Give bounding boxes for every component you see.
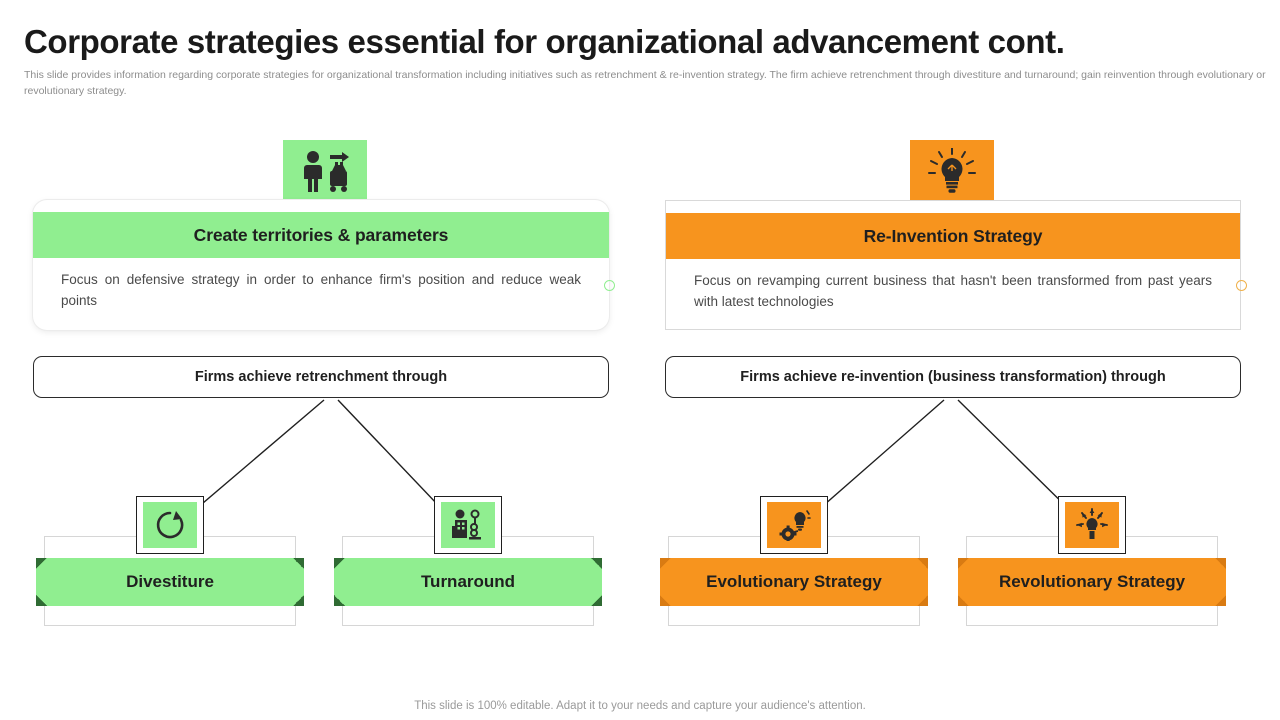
achieve-pill-retrenchment[interactable]: Firms achieve retrenchment through <box>33 356 609 398</box>
factory-growth-chart-icon <box>441 502 495 548</box>
ribbon-corner-tr <box>1215 558 1226 569</box>
person-leaving-with-luggage-icon <box>283 140 367 204</box>
achieve-pill-reinvention[interactable]: Firms achieve re-invention (business tra… <box>665 356 1241 398</box>
panel-reinvention: Re-Invention Strategy Focus on revamping… <box>648 130 1268 670</box>
panel-retrenchment: Create territories & parameters Focus on… <box>16 130 636 670</box>
header-card-reinvention: Re-Invention Strategy Focus on revamping… <box>665 200 1241 330</box>
ribbon-corner-tl <box>36 558 47 569</box>
header-card-retrenchment: Create territories & parameters Focus on… <box>33 200 609 330</box>
leaf-icon-box <box>136 496 204 554</box>
side-dot-marker <box>1236 280 1247 291</box>
refresh-circular-arrow-icon <box>143 502 197 548</box>
ribbon-corner-bl <box>334 595 345 606</box>
ribbon-corner-br <box>591 595 602 606</box>
leaf-icon-box <box>760 496 828 554</box>
leaf-label: Evolutionary Strategy <box>660 558 928 606</box>
ribbon-corner-tl <box>334 558 345 569</box>
page-subtitle: This slide provides information regardin… <box>24 69 1266 97</box>
ribbon-corner-tr <box>293 558 304 569</box>
header-card-body: Focus on revamping current business that… <box>694 273 1212 309</box>
leaf-icon-box <box>1058 496 1126 554</box>
ribbon-corner-tr <box>591 558 602 569</box>
leaf-divestiture[interactable]: Divestiture <box>36 496 304 626</box>
ribbon-corner-br <box>1215 595 1226 606</box>
side-dot-marker <box>604 280 615 291</box>
leaf-revolutionary-strategy[interactable]: Revolutionary Strategy <box>958 496 1226 626</box>
header-card-title: Create territories & parameters <box>33 212 609 258</box>
ribbon-corner-tl <box>958 558 969 569</box>
lightbulb-idea-icon <box>910 140 994 204</box>
leaf-icon-box <box>434 496 502 554</box>
leaf-label: Divestiture <box>36 558 304 606</box>
slide-footer-note: This slide is 100% editable. Adapt it to… <box>414 700 866 712</box>
page-title: Corporate strategies essential for organ… <box>24 23 1065 60</box>
ribbon-corner-tl <box>660 558 671 569</box>
gear-lightbulb-process-icon <box>767 502 821 548</box>
ribbon-corner-bl <box>36 595 47 606</box>
ribbon-corner-tr <box>917 558 928 569</box>
leaf-evolutionary-strategy[interactable]: Evolutionary Strategy <box>660 496 928 626</box>
header-card-title: Re-Invention Strategy <box>666 213 1240 259</box>
ribbon-corner-bl <box>660 595 671 606</box>
ribbon-corner-bl <box>958 595 969 606</box>
header-card-body: Focus on defensive strategy in order to … <box>61 272 581 308</box>
burst-lightbulb-icon <box>1065 502 1119 548</box>
ribbon-corner-br <box>293 595 304 606</box>
ribbon-corner-br <box>917 595 928 606</box>
leaf-turnaround[interactable]: Turnaround <box>334 496 602 626</box>
leaf-label: Turnaround <box>334 558 602 606</box>
leaf-label: Revolutionary Strategy <box>958 558 1226 606</box>
